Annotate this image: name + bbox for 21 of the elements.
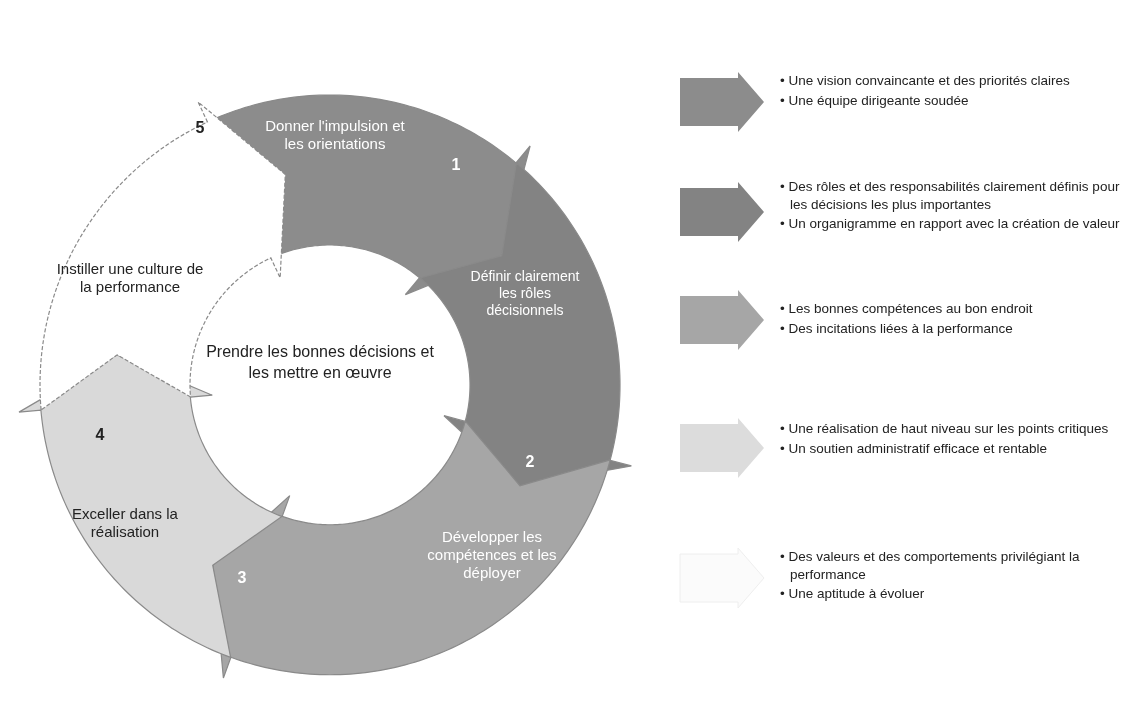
bullet-text: • Des valeurs et des comportements privilégiant la performance — [780, 548, 1081, 584]
bullet-text: • Un organigramme en rapport avec la création de valeur — [780, 215, 1121, 233]
step-number: 2 — [525, 453, 535, 471]
segment-label: Exceller dans la réalisation — [71, 505, 179, 541]
step-number: 4 — [95, 426, 105, 444]
segment-label: Donner l'impulsion et les orientations — [264, 117, 406, 153]
bullet-text: • Une aptitude à évoluer — [780, 585, 926, 603]
step-number: 3 — [237, 569, 247, 587]
bullet-text: • Une réalisation de haut niveau sur les points critiques — [780, 420, 1110, 438]
step-number: 5 — [195, 119, 205, 137]
segment-label: Définir clairement les rôles décisionnels — [469, 267, 581, 319]
bullet-text: • Les bonnes compétences au bon endroit — [780, 300, 1034, 318]
bullet-text: • Une équipe dirigeante soudée — [780, 91, 970, 110]
bullet-text: • Une vision convaincante et des priorités claires — [780, 72, 1071, 90]
bullet-text: • Des incitations liées à la performance — [780, 319, 1014, 338]
center-text: Prendre les bonnes décisions et les mettre en œuvre — [205, 342, 435, 383]
bullet-text: • Des rôles et des responsabilités clairement définis pour les décisions les plus importantes — [780, 178, 1121, 214]
bullet-text: • Un soutien administratif efficace et rentable — [780, 439, 1049, 458]
segment-label: Développer les compétences et les déployer — [426, 528, 558, 582]
step-number: 1 — [451, 156, 461, 174]
segment-label: Instiller une culture de la performance — [55, 260, 205, 296]
